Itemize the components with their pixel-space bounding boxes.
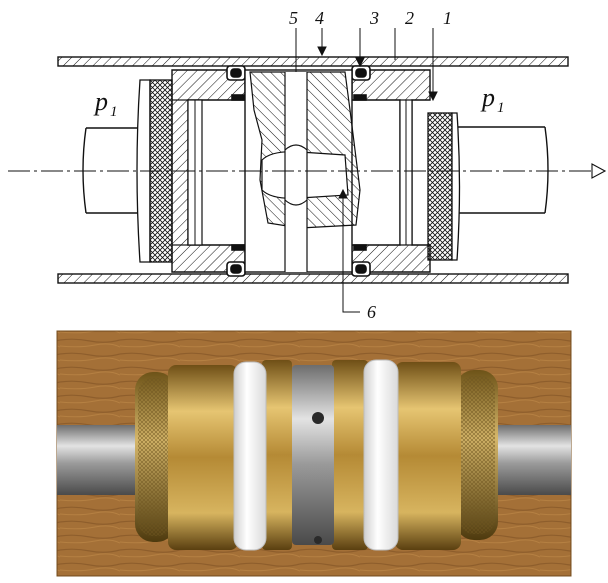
photo-port-hole bbox=[312, 412, 324, 424]
central-piston bbox=[244, 69, 361, 273]
leader-lines bbox=[295, 28, 438, 313]
label-5: 5 bbox=[289, 8, 298, 28]
pressure-label-left: p 1 bbox=[93, 87, 118, 120]
svg-text:1: 1 bbox=[497, 100, 505, 116]
photo-center-ring bbox=[292, 365, 334, 545]
right-end-cap bbox=[427, 112, 461, 261]
technical-drawing: 5 4 3 2 1 6 p 1 p 1 bbox=[8, 8, 607, 322]
svg-text:p: p bbox=[93, 87, 108, 116]
center-line bbox=[8, 163, 607, 179]
svg-text:1: 1 bbox=[110, 104, 118, 120]
photo-right-cap bbox=[456, 370, 498, 540]
label-2: 2 bbox=[405, 8, 414, 28]
photo-white-ring bbox=[233, 359, 399, 551]
label-6: 6 bbox=[367, 302, 376, 322]
photo-left-cap bbox=[135, 372, 175, 542]
shaft bbox=[82, 126, 549, 214]
photo-port-hole bbox=[314, 536, 322, 544]
right-housing bbox=[351, 69, 431, 273]
label-4: 4 bbox=[315, 8, 324, 28]
label-1: 1 bbox=[443, 8, 452, 28]
photo-brass-body bbox=[168, 360, 461, 550]
pressure-label-right: p 1 bbox=[480, 83, 505, 116]
seal-ring bbox=[226, 65, 371, 277]
svg-text:p: p bbox=[480, 83, 495, 112]
tube-wall bbox=[57, 56, 569, 284]
label-3: 3 bbox=[369, 8, 379, 28]
photo bbox=[56, 330, 572, 577]
